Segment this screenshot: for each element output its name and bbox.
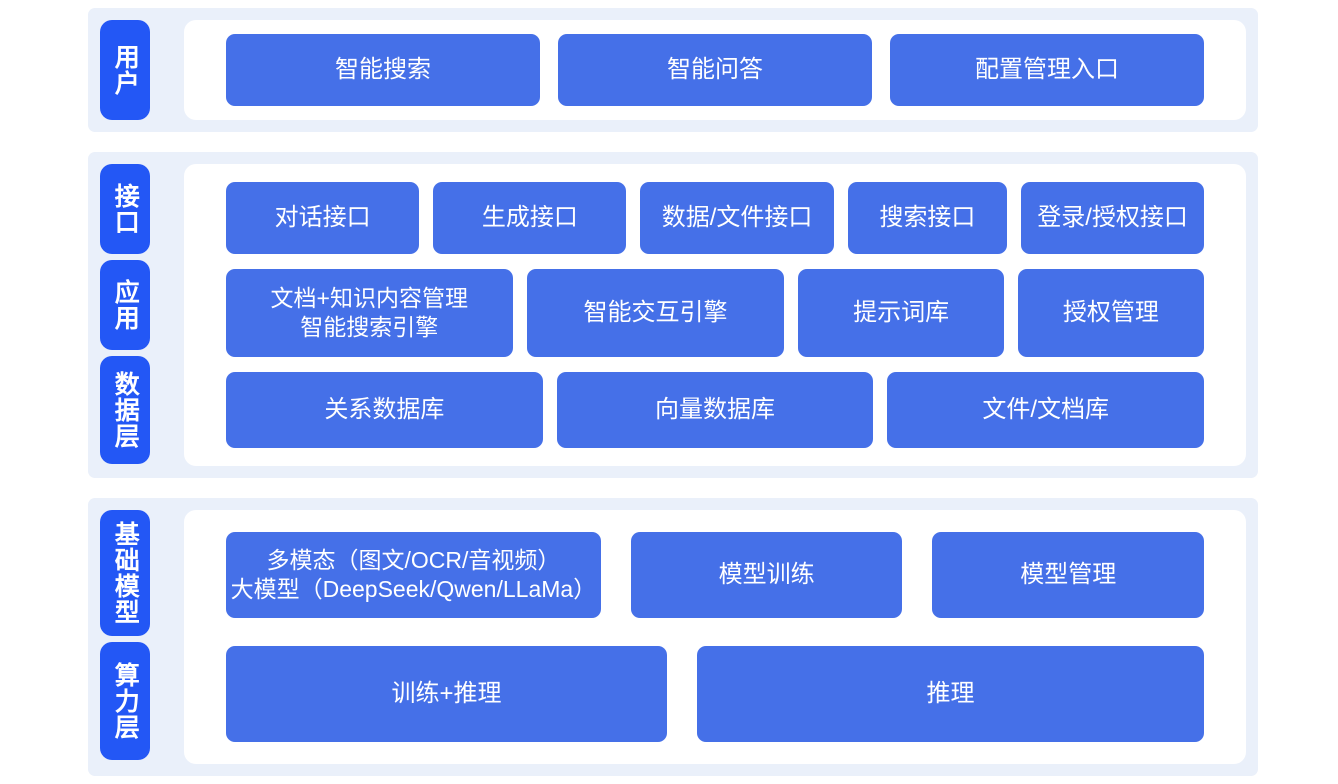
layer-tag-column-application: 接口 应用 数据层: [88, 152, 174, 478]
box-training-inference[interactable]: 训练+推理: [226, 646, 667, 742]
box-vector-database[interactable]: 向量数据库: [556, 372, 874, 448]
box-dialog-interface[interactable]: 对话接口: [226, 182, 420, 254]
box-intelligent-search[interactable]: 智能搜索: [226, 34, 540, 106]
layer-card-foundation: 多模态（图文/OCR/音视频） 大模型（DeepSeek/Qwen/LLaMa）…: [184, 510, 1246, 764]
box-prompt-library[interactable]: 提示词库: [798, 269, 1004, 357]
box-relational-database[interactable]: 关系数据库: [226, 372, 543, 448]
box-row-application: 文档+知识内容管理 智能搜索引擎 智能交互引擎 提示词库 授权管理: [184, 269, 1246, 357]
box-multimodal-large-model[interactable]: 多模态（图文/OCR/音视频） 大模型（DeepSeek/Qwen/LLaMa）: [226, 532, 601, 618]
box-generate-interface[interactable]: 生成接口: [433, 182, 627, 254]
box-doc-knowledge-management[interactable]: 文档+知识内容管理 智能搜索引擎: [226, 269, 513, 357]
layer-card-application: 对话接口 生成接口 数据/文件接口 搜索接口 登录/授权接口 文档+知识内容管理…: [184, 164, 1246, 466]
box-model-training[interactable]: 模型训练: [630, 532, 903, 618]
layer-tag-user: 用户: [100, 20, 150, 120]
layer-tag-interface: 接口: [100, 164, 150, 254]
box-intelligent-qa[interactable]: 智能问答: [558, 34, 872, 106]
box-intelligent-interaction-engine[interactable]: 智能交互引擎: [526, 269, 785, 357]
layer-panel-foundation-model: 基础模型 算力层 多模态（图文/OCR/音视频） 大模型（DeepSeek/Qw…: [88, 498, 1258, 776]
box-data-file-interface[interactable]: 数据/文件接口: [640, 182, 834, 254]
box-authorization-management[interactable]: 授权管理: [1017, 269, 1204, 357]
box-config-management-entry[interactable]: 配置管理入口: [890, 34, 1204, 106]
layer-panel-application: 接口 应用 数据层 对话接口 生成接口 数据/文件接口 搜索接口 登录/授权接口…: [88, 152, 1258, 478]
box-row-compute: 训练+推理 推理: [184, 646, 1246, 742]
layer-panel-user: 用户 智能搜索 智能问答 配置管理入口: [88, 8, 1258, 132]
box-search-interface[interactable]: 搜索接口: [847, 182, 1008, 254]
box-login-auth-interface[interactable]: 登录/授权接口: [1021, 182, 1205, 254]
layer-tag-compute: 算力层: [100, 642, 150, 760]
box-row-interface: 对话接口 生成接口 数据/文件接口 搜索接口 登录/授权接口: [184, 182, 1246, 254]
layer-tag-application: 应用: [100, 260, 150, 350]
layer-tag-data: 数据层: [100, 356, 150, 464]
layer-tag-foundation-model: 基础模型: [100, 510, 150, 636]
box-row: 智能搜索 智能问答 配置管理入口: [184, 34, 1246, 106]
box-row-foundation-model: 多模态（图文/OCR/音视频） 大模型（DeepSeek/Qwen/LLaMa）…: [184, 532, 1246, 618]
box-inference[interactable]: 推理: [696, 646, 1204, 742]
layer-tag-column-user: 用户: [88, 8, 174, 132]
layer-tag-column-foundation: 基础模型 算力层: [88, 498, 174, 776]
box-row-data: 关系数据库 向量数据库 文件/文档库: [184, 372, 1246, 448]
layer-card-user: 智能搜索 智能问答 配置管理入口: [184, 20, 1246, 120]
box-model-management[interactable]: 模型管理: [932, 532, 1204, 618]
box-file-document-store[interactable]: 文件/文档库: [887, 372, 1205, 448]
